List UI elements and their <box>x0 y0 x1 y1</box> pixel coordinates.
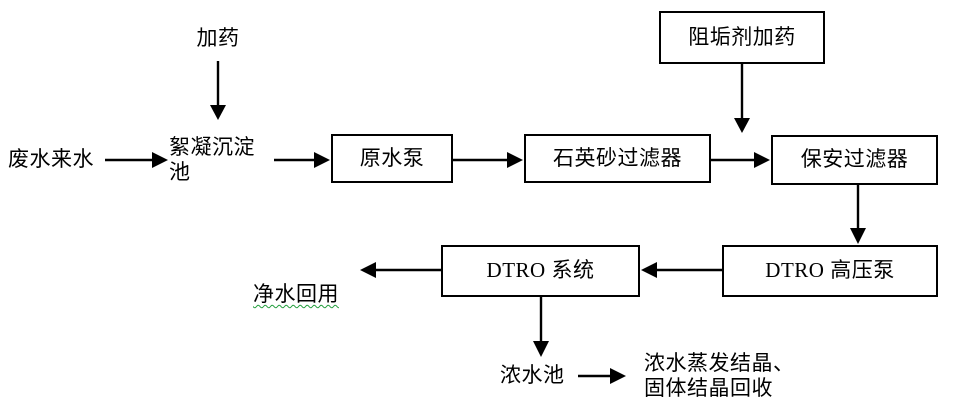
node-concentrate-tank: 浓水池 <box>500 363 565 387</box>
node-crystallization: 浓水蒸发结晶、 固体结晶回收 <box>644 351 795 400</box>
node-dtro-high-pressure-pump[interactable]: DTRO 高压泵 <box>722 245 938 297</box>
edge-dtro-system-to-concentrate-tank <box>533 297 549 357</box>
node-quartz-sand-filter[interactable]: 石英砂过滤器 <box>524 134 711 183</box>
edge-coagulation-to-raw-water-pump <box>274 152 330 168</box>
edge-dosing-to-coagulation <box>210 61 226 120</box>
edge-antiscalant-to-security-filter <box>734 64 750 133</box>
clean-water-reuse-label: 净水回用 <box>253 282 339 306</box>
edge-hp-pump-to-dtro-system <box>641 262 722 278</box>
edge-inlet-to-coagulation <box>105 152 168 168</box>
node-dtro-system[interactable]: DTRO 系统 <box>441 245 640 297</box>
node-security-filter[interactable]: 保安过滤器 <box>771 135 938 185</box>
edge-quartz-filter-to-security-filter <box>711 152 770 168</box>
node-coagulation: 絮凝沉淀 池 <box>169 135 255 184</box>
edge-dtro-system-to-clean-water-reuse <box>360 262 441 278</box>
node-clean-water-reuse: 净水回用 <box>253 257 363 307</box>
node-dosing: 加药 <box>196 26 240 50</box>
edge-raw-water-pump-to-quartz-filter <box>453 152 523 168</box>
node-raw-water-pump[interactable]: 原水泵 <box>331 134 453 183</box>
edge-security-filter-to-hp-pump <box>850 185 866 244</box>
node-antiscalant-dosing[interactable]: 阻垢剂加药 <box>659 11 825 64</box>
edge-concentrate-tank-to-crystallization <box>578 368 626 384</box>
node-inlet: 废水来水 <box>8 147 94 171</box>
